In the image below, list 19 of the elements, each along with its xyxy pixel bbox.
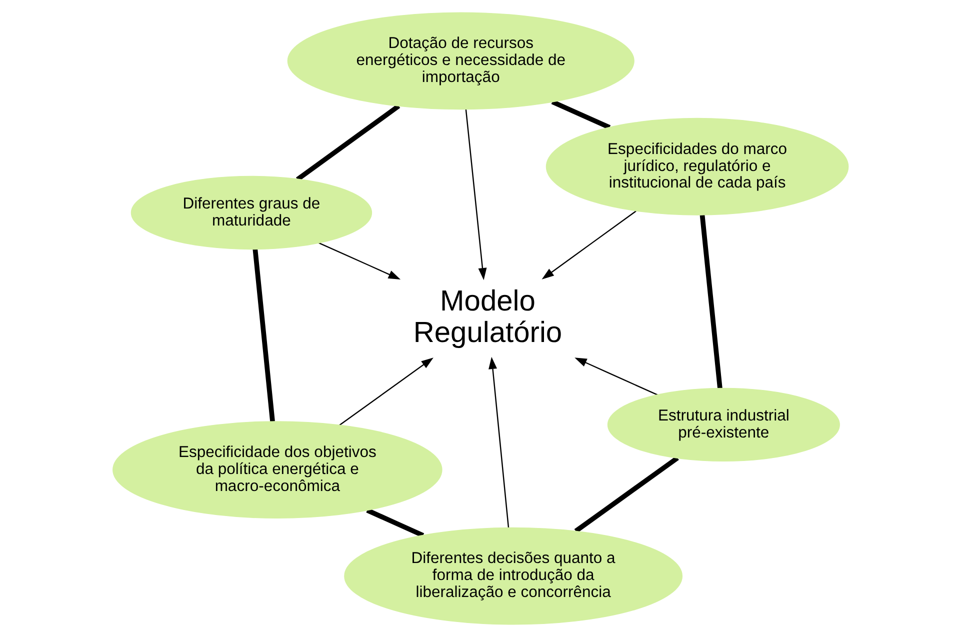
node-ellipse: Especificidade dos objetivos da política energética e macro-econômica — [112, 421, 442, 519]
arrow — [339, 358, 434, 426]
node-ellipse: Dotação de recursos energéticos e necessidade de importação — [287, 12, 634, 110]
arrow — [465, 109, 487, 280]
arrow — [488, 356, 510, 528]
connector — [252, 248, 275, 422]
node-text: Modelo Regulatório — [413, 285, 562, 349]
arrow — [574, 358, 658, 396]
connector — [574, 456, 679, 534]
connector — [551, 100, 611, 130]
node-ellipse: Diferentes graus de maturidade — [130, 176, 372, 250]
node-ellipse: Diferentes decisões quanto a forma de introdução da liberalização e concorrência — [344, 527, 683, 625]
node-ellipse: Especificidades do marco jurídico, regulatório e institucional de cada país — [546, 118, 849, 216]
arrow — [542, 210, 636, 280]
connector — [700, 214, 722, 389]
connector — [296, 104, 400, 182]
node-ellipse: Estrutura industrial pré-existente — [607, 388, 840, 462]
connector — [366, 508, 424, 538]
arrow — [318, 242, 401, 280]
